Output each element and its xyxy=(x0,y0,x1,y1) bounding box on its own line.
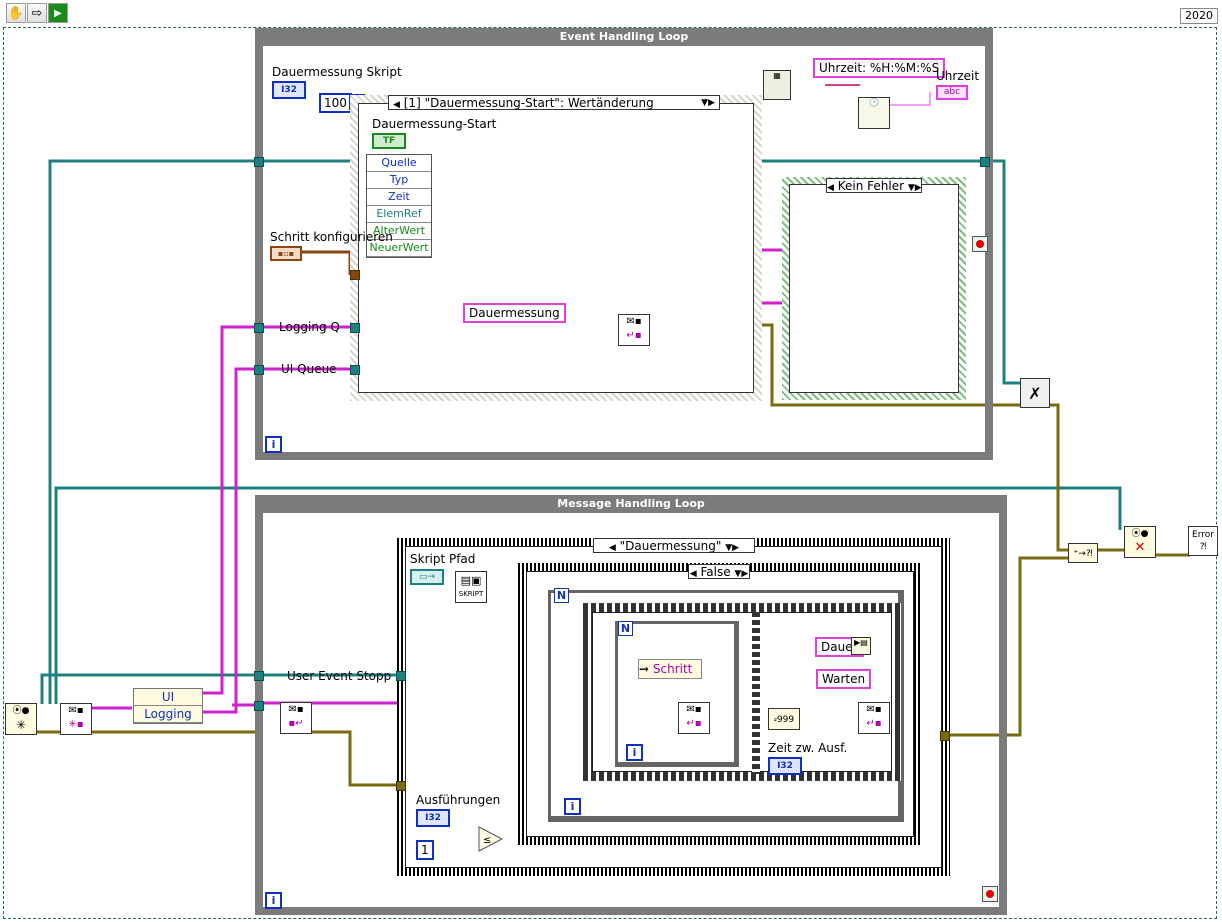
error-case-text: Kein Fehler xyxy=(837,179,905,193)
event-data-elemref: ElemRef xyxy=(367,206,431,223)
skript-vi[interactable]: ▤▣SKRIPT xyxy=(455,571,487,603)
error-tunnel-msg xyxy=(396,781,406,791)
schritt-label: Schritt konfigurieren xyxy=(270,230,393,244)
event-selector[interactable]: ◀ [1] "Dauermessung-Start": Wertänderung… xyxy=(388,95,720,110)
event-control-label: Dauermessung-Start xyxy=(372,117,497,131)
logging-tunnel xyxy=(254,323,264,333)
warten-enqueue-vi[interactable]: ✉▪↵▪ xyxy=(858,702,890,734)
hand-icon[interactable]: ✋ xyxy=(6,3,26,23)
message-loop-info-icon: i xyxy=(265,892,282,909)
logging-label: Logging Q xyxy=(279,320,340,334)
merge-errors-vi[interactable]: ⁺→⁈ xyxy=(1068,543,1098,563)
event-data-zeit: Zeit xyxy=(367,189,431,206)
uhrzeit-label: Uhrzeit xyxy=(936,69,980,83)
false-case-text: False xyxy=(700,565,731,579)
false-case-selector[interactable]: ◀ False ▼▶ xyxy=(688,564,750,579)
for-loop-count: N xyxy=(554,588,569,603)
toolbar: ✋ ⇨ ▶ 2020 xyxy=(0,0,1222,26)
ausf-terminal[interactable]: I32 xyxy=(416,809,450,827)
format-vi[interactable]: ⸗999 xyxy=(768,708,800,730)
inner-enqueue-vi[interactable]: ✉▪↵▪ xyxy=(678,702,710,734)
event-loop-info-icon: i xyxy=(265,436,282,453)
diagram-boundary xyxy=(3,27,1217,919)
skript-pfad-label: Skript Pfad xyxy=(410,552,476,566)
inner-for-info-icon: i xyxy=(626,744,643,761)
version-badge: 2020 xyxy=(1180,8,1218,24)
bundle-ui: UI xyxy=(134,689,202,706)
event-loop-title: Event Handling Loop xyxy=(263,28,985,46)
inner-for-loop[interactable] xyxy=(615,621,739,767)
ui-tunnel xyxy=(254,365,264,375)
message-constant[interactable]: Dauermessung xyxy=(463,303,566,323)
event-timing-icon[interactable]: ▦ xyxy=(763,70,791,100)
event-data-node[interactable]: Quelle Typ Zeit ElemRef AlterWert NeuerW… xyxy=(366,154,432,258)
run-icon[interactable]: ▶ xyxy=(48,3,68,23)
queue-tunnel-msg xyxy=(254,701,264,711)
error-handler-icon[interactable]: Error⁈ xyxy=(1188,526,1218,556)
skript-vi-label: SKRIPT xyxy=(458,590,484,598)
event-data-quelle: Quelle xyxy=(367,155,431,172)
schritt-bundle[interactable]: ➞ Schritt xyxy=(638,659,702,679)
event-reg-tunnel-right xyxy=(980,157,990,167)
schritt-text: Schritt xyxy=(652,662,693,676)
error-tunnel-out xyxy=(940,731,950,741)
for-loop-info-icon: i xyxy=(564,798,581,815)
event-loop[interactable]: Event Handling Loop xyxy=(255,28,993,460)
user-event-tunnel-inner xyxy=(396,671,406,681)
error-case-structure[interactable] xyxy=(782,177,966,400)
bundle-node[interactable]: UI Logging xyxy=(133,688,203,724)
schritt-terminal[interactable]: ▪▫▪ xyxy=(270,246,302,261)
obtain-queue-vi[interactable]: ⦿●✳ xyxy=(5,703,37,735)
event-reg-tunnel xyxy=(254,157,264,167)
event-stop-icon[interactable] xyxy=(972,236,988,252)
error-case-selector[interactable]: ◀ Kein Fehler ▼▶ xyxy=(826,178,922,193)
ui-tunnel-inner xyxy=(350,365,360,375)
ausf-label: Ausführungen xyxy=(416,793,501,807)
schritt-tunnel xyxy=(350,270,360,280)
zeit-label: Zeit zw. Ausf. xyxy=(768,741,848,755)
dequeue-vi[interactable]: ✉▪▪↵ xyxy=(280,702,312,734)
inner-for-count: N xyxy=(618,621,633,636)
compare-icon[interactable]: ≤ xyxy=(478,826,504,852)
message-loop-title: Message Handling Loop xyxy=(263,495,999,513)
timeout-constant[interactable]: 100 xyxy=(319,93,352,113)
ui-label: UI Queue xyxy=(281,362,337,376)
message-case-text: "Dauermessung" xyxy=(619,539,722,553)
svg-text:≤: ≤ xyxy=(483,835,491,846)
create-event-vi[interactable]: ✉▪✳▪ xyxy=(60,703,92,735)
release-queue-vi[interactable]: ⦿●✕ xyxy=(1124,526,1156,558)
enqueue-vi[interactable]: ✉▪↵▪ xyxy=(618,314,650,346)
skript-pfad-terminal[interactable]: ▭→ xyxy=(410,569,444,585)
uhrzeit-terminal[interactable]: abc xyxy=(936,85,968,100)
destroy-event-icon[interactable]: ✗ xyxy=(1020,378,1050,408)
event-data-typ: Typ xyxy=(367,172,431,189)
user-event-tunnel xyxy=(254,671,264,681)
event-control-terminal[interactable]: TF xyxy=(372,133,406,149)
zeit-terminal[interactable]: I32 xyxy=(768,757,802,775)
skript-label: Dauermessung Skript xyxy=(272,65,402,79)
event-data-neuerwert: NeuerWert xyxy=(367,240,431,257)
warten-constant[interactable]: Warten xyxy=(816,669,872,689)
clock-icon[interactable]: 🕑 xyxy=(858,97,890,129)
message-case-selector[interactable]: ◀ "Dauermessung" ▼▶ xyxy=(593,538,755,553)
message-stop-icon[interactable] xyxy=(982,886,998,902)
teal-wires xyxy=(40,159,1122,704)
error-handler-label: Error xyxy=(1192,530,1214,540)
user-event-label: User Event Stopp xyxy=(287,669,392,683)
arrow-right-icon[interactable]: ⇨ xyxy=(27,3,47,23)
one-constant[interactable]: 1 xyxy=(416,840,434,860)
event-selector-text: [1] "Dauermessung-Start": Wertänderung xyxy=(403,96,654,110)
sequence-divider xyxy=(752,612,760,774)
dauer-bundle[interactable]: ▶▤ xyxy=(851,637,871,655)
event-data-alterwert: AlterWert xyxy=(367,223,431,240)
skript-terminal[interactable]: I32 xyxy=(272,81,306,99)
bundle-logging: Logging xyxy=(134,706,202,723)
uhrzeit-format-constant[interactable]: Uhrzeit: %H:%M:%S xyxy=(813,58,946,78)
logging-tunnel-inner xyxy=(350,323,360,333)
